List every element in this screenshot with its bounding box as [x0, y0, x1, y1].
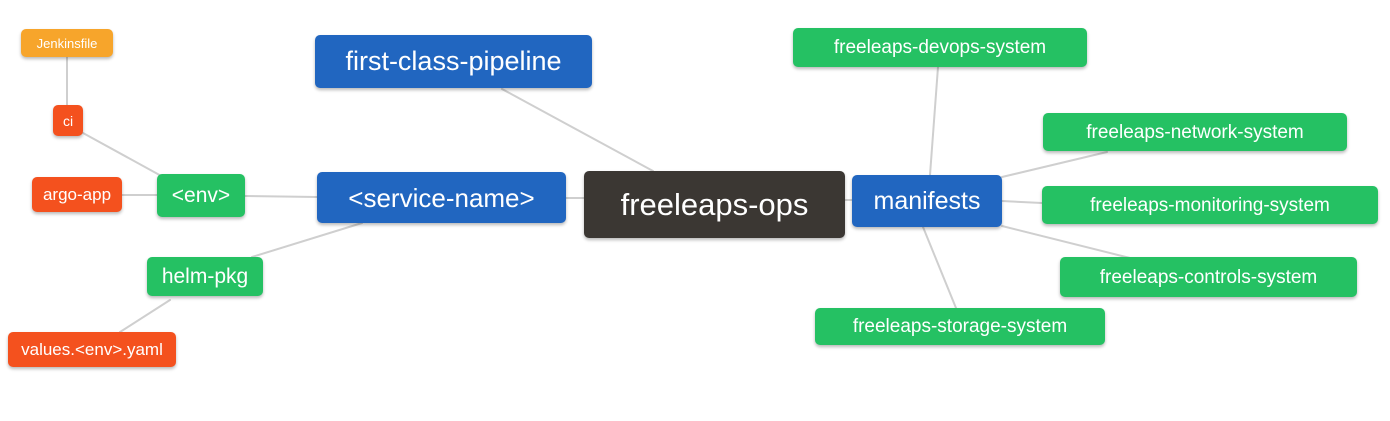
- node-manifests[interactable]: manifests: [852, 175, 1002, 227]
- node-service-name[interactable]: <service-name>: [317, 172, 566, 223]
- edge-manifests-monitoring-system: [1001, 200, 1043, 204]
- node-ci[interactable]: ci: [53, 105, 83, 136]
- node-argo-app[interactable]: argo-app: [32, 177, 122, 212]
- edge-first-class-pipeline-freeleaps-ops: [501, 88, 654, 172]
- node-values-env-yaml[interactable]: values.<env>.yaml: [8, 332, 176, 367]
- node-storage-system[interactable]: freeleaps-storage-system: [815, 308, 1105, 345]
- edge-values-env-yaml-helm-pkg: [119, 299, 171, 333]
- edge-manifests-storage-system: [922, 226, 957, 309]
- node-freeleaps-ops[interactable]: freeleaps-ops: [584, 171, 845, 238]
- node-monitoring-system[interactable]: freeleaps-monitoring-system: [1042, 186, 1378, 224]
- node-jenkinsfile[interactable]: Jenkinsfile: [21, 29, 113, 57]
- edge-service-name-helm-pkg: [251, 222, 363, 258]
- edge-manifests-controls-system: [1001, 225, 1131, 259]
- edge-devops-system-manifests: [929, 66, 939, 176]
- node-env[interactable]: <env>: [157, 174, 245, 217]
- edge-env-service-name: [244, 195, 318, 198]
- node-network-system[interactable]: freeleaps-network-system: [1043, 113, 1347, 151]
- node-helm-pkg[interactable]: helm-pkg: [147, 257, 263, 296]
- node-controls-system[interactable]: freeleaps-controls-system: [1060, 257, 1357, 297]
- node-first-class-pipeline[interactable]: first-class-pipeline: [315, 35, 592, 88]
- node-devops-system[interactable]: freeleaps-devops-system: [793, 28, 1087, 67]
- edge-ci-env: [82, 132, 166, 179]
- edge-manifests-network-system: [1001, 151, 1108, 178]
